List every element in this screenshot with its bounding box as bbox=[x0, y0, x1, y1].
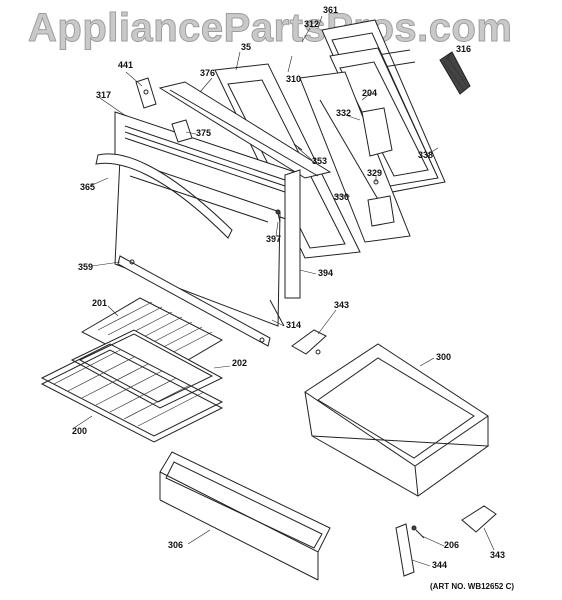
callout-375: 375 bbox=[196, 128, 212, 138]
screw-353 bbox=[293, 143, 303, 151]
callout-300: 300 bbox=[436, 352, 452, 362]
callout-359: 359 bbox=[78, 262, 94, 272]
callout-306: 306 bbox=[168, 540, 184, 550]
callout-332: 332 bbox=[336, 108, 352, 118]
callout-338: 338 bbox=[418, 150, 434, 160]
callout-316: 316 bbox=[456, 44, 472, 54]
drawer-slide-344 bbox=[395, 523, 415, 577]
callout-441: 441 bbox=[118, 60, 134, 70]
callout-201: 201 bbox=[92, 298, 108, 308]
callout-344: 344 bbox=[432, 560, 448, 570]
hinge-314 bbox=[269, 299, 285, 327]
callout-202: 202 bbox=[232, 358, 248, 368]
callout-329: 329 bbox=[367, 168, 383, 178]
drawer-front-306 bbox=[159, 451, 331, 581]
latch-375 bbox=[171, 119, 193, 143]
screw-206 bbox=[411, 525, 425, 539]
top-trim-376 bbox=[158, 81, 332, 179]
drawer-300 bbox=[304, 343, 490, 497]
callout-312: 312 bbox=[304, 19, 320, 29]
callout-376: 376 bbox=[200, 68, 216, 78]
screw-397 bbox=[275, 209, 281, 223]
door-outer-panel-365 bbox=[95, 153, 281, 327]
callout-361: 361 bbox=[323, 5, 339, 15]
bracket-441 bbox=[135, 77, 157, 109]
latch-343-lower bbox=[461, 505, 497, 533]
callout-353: 353 bbox=[312, 156, 328, 166]
callout-343-lower: 343 bbox=[490, 550, 506, 560]
door-gasket-316 bbox=[439, 51, 471, 95]
oven-rack-200 bbox=[40, 343, 224, 443]
callout-310: 310 bbox=[286, 74, 302, 84]
bottom-trim-359 bbox=[117, 255, 271, 347]
callout-397: 397 bbox=[266, 234, 282, 244]
art-number: (ART NO. WB12652 C) bbox=[430, 582, 515, 591]
callout-204: 204 bbox=[362, 88, 378, 98]
callout-394: 394 bbox=[318, 268, 334, 278]
callout-206: 206 bbox=[444, 540, 460, 550]
callout-365: 365 bbox=[80, 182, 96, 192]
side-trim-394 bbox=[284, 169, 301, 299]
callout-330: 330 bbox=[334, 192, 350, 202]
latch-343-upper bbox=[291, 329, 327, 355]
callout-317: 317 bbox=[96, 90, 112, 100]
callout-35: 35 bbox=[241, 42, 252, 52]
watermark-logo: AppliancePartsPros.com bbox=[28, 6, 513, 51]
callout-314: 314 bbox=[286, 320, 302, 330]
callout-200: 200 bbox=[72, 426, 88, 436]
leader-lines bbox=[73, 15, 495, 567]
callout-343-upper: 343 bbox=[334, 300, 350, 310]
